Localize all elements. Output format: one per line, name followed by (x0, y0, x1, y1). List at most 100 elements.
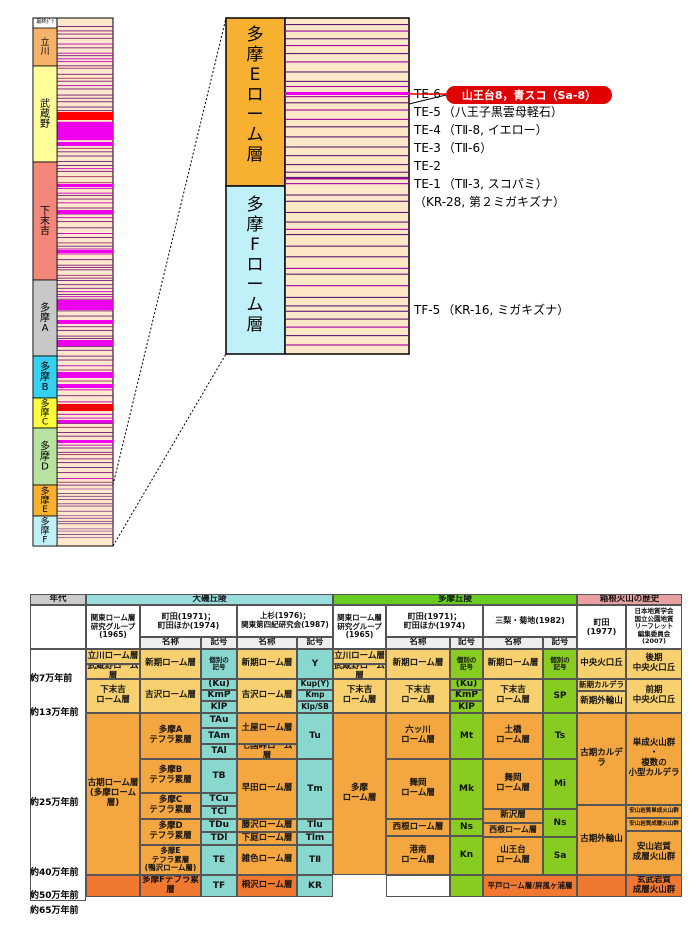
table-cell: 武蔵野ローム層 (333, 664, 386, 679)
symbol-cell: KlP (450, 701, 483, 713)
layer-band (57, 43, 113, 45)
tephra-label: TE-2 (413, 159, 441, 173)
layer-band (285, 245, 409, 247)
table-cell: 新期ローム層 (386, 649, 450, 679)
layer-band (285, 146, 409, 148)
layer-band (57, 122, 113, 140)
symbol-cell: Kmp (297, 690, 333, 701)
layer-band (285, 228, 409, 230)
symbol-cell: (Ku) (450, 679, 483, 690)
header-machida-1977: 町田 (1977) (577, 605, 626, 649)
layer-band (57, 404, 113, 411)
table-cell: 多摩C テフラ累層 (140, 793, 201, 819)
layer-band (285, 344, 409, 346)
layer-band (285, 30, 409, 32)
table-cell: 多摩E テフラ累層 (鴨沢ローム層) (140, 845, 201, 875)
layer-band (285, 221, 409, 223)
layer-band (57, 432, 113, 433)
layer-cell: 吉沢ローム層 (237, 679, 297, 713)
layer-band (57, 413, 113, 415)
layer-band (57, 242, 113, 244)
table-cell: 後期 中央火口丘 (626, 649, 682, 679)
table-cell: 古期外輪山 (577, 805, 626, 875)
table-cell: 新沢層 (483, 809, 543, 823)
top-label: 最終ﾎﾟﾗ (36, 18, 54, 25)
layer-band (57, 207, 113, 209)
tephra-label: TE-5（八王子黒雲母軽石） (413, 105, 563, 119)
layer-band (285, 305, 409, 307)
table-cell: 下末吉 ローム層 (386, 679, 450, 713)
layer-band (57, 454, 113, 456)
header-name: 名称 (386, 637, 450, 649)
layer-band (285, 285, 409, 287)
header-kanto: 関東ローム層 研究グループ (1965) (86, 605, 140, 649)
layer-band (285, 24, 409, 26)
layer-band (57, 447, 113, 449)
left-unit-label: 下末吉 (40, 206, 50, 237)
layer-band (285, 118, 409, 120)
tephra-label: TE-4（TⅡ-8, イエロー） (413, 123, 548, 137)
tephra-label: TE-3（TⅡ-6） (413, 141, 492, 155)
layer-band (285, 52, 409, 55)
layer-band (57, 346, 113, 348)
symbol-cell: KmP (450, 690, 483, 701)
table-cell: 立川ローム層 (333, 649, 386, 664)
layer-band (57, 187, 113, 189)
zoom-connector-bottom (112, 353, 227, 547)
symbol-cell: 個別の 記号 (201, 649, 237, 679)
table-cell: 中央火口丘 (577, 649, 626, 679)
layer-band (57, 517, 113, 519)
header-symbol: 記号 (201, 637, 237, 649)
header-sannashi: 三梨・菊地(1982) (483, 605, 577, 637)
layer-band (57, 250, 113, 253)
layer-band (285, 273, 409, 275)
header-kanto-tama: 関東ローム層 研究グループ (1965) (333, 605, 386, 649)
layer-band (57, 426, 113, 428)
layer-band (285, 234, 409, 236)
layer-band (57, 499, 113, 500)
layer-band (57, 355, 113, 357)
table-cell: 山王台 ローム層 (483, 837, 543, 875)
layer-band (57, 296, 113, 298)
layer-band (285, 61, 409, 63)
tephra-label: （KR-28, 第２ミガキズナ） (414, 194, 565, 209)
symbol-cell: 個別の 記号 (450, 649, 483, 679)
symbol-cell: TAl (201, 744, 237, 759)
symbol-cell: TDu (201, 819, 237, 832)
layer-band (57, 495, 113, 497)
layer-band (57, 359, 113, 361)
layer-band (57, 217, 113, 219)
layer-band (57, 155, 113, 157)
table-cell: 舞岡 ローム層 (386, 759, 450, 819)
layer-band (57, 435, 113, 437)
layer-band (57, 287, 113, 289)
zoom-bands (285, 24, 409, 346)
layer-band (57, 80, 113, 82)
layer-band (285, 44, 409, 47)
layer-band (57, 112, 113, 120)
symbol-cell: TCu (201, 793, 237, 806)
layer-band (57, 161, 113, 163)
zoom-connector-top (112, 17, 227, 486)
layer-band (285, 296, 409, 298)
layer-band (57, 369, 113, 371)
symbol-cell: Mi (543, 759, 577, 809)
symbol-cell: Sa (543, 837, 577, 875)
header-symbol: 記号 (450, 637, 483, 649)
layer-band (285, 335, 409, 337)
layer-band (57, 444, 113, 446)
layer-band (57, 77, 113, 79)
layer-band (57, 97, 113, 99)
table-cell: 西根ローム層 (483, 823, 543, 837)
symbol-cell: Kup(Y) (297, 679, 333, 690)
layer-band (57, 213, 113, 215)
left-layer-strip (56, 17, 114, 547)
layer-band (57, 210, 113, 214)
layer-band (57, 61, 113, 63)
layer-band (285, 326, 409, 328)
layer-band (57, 401, 113, 403)
layer-band (57, 417, 113, 419)
